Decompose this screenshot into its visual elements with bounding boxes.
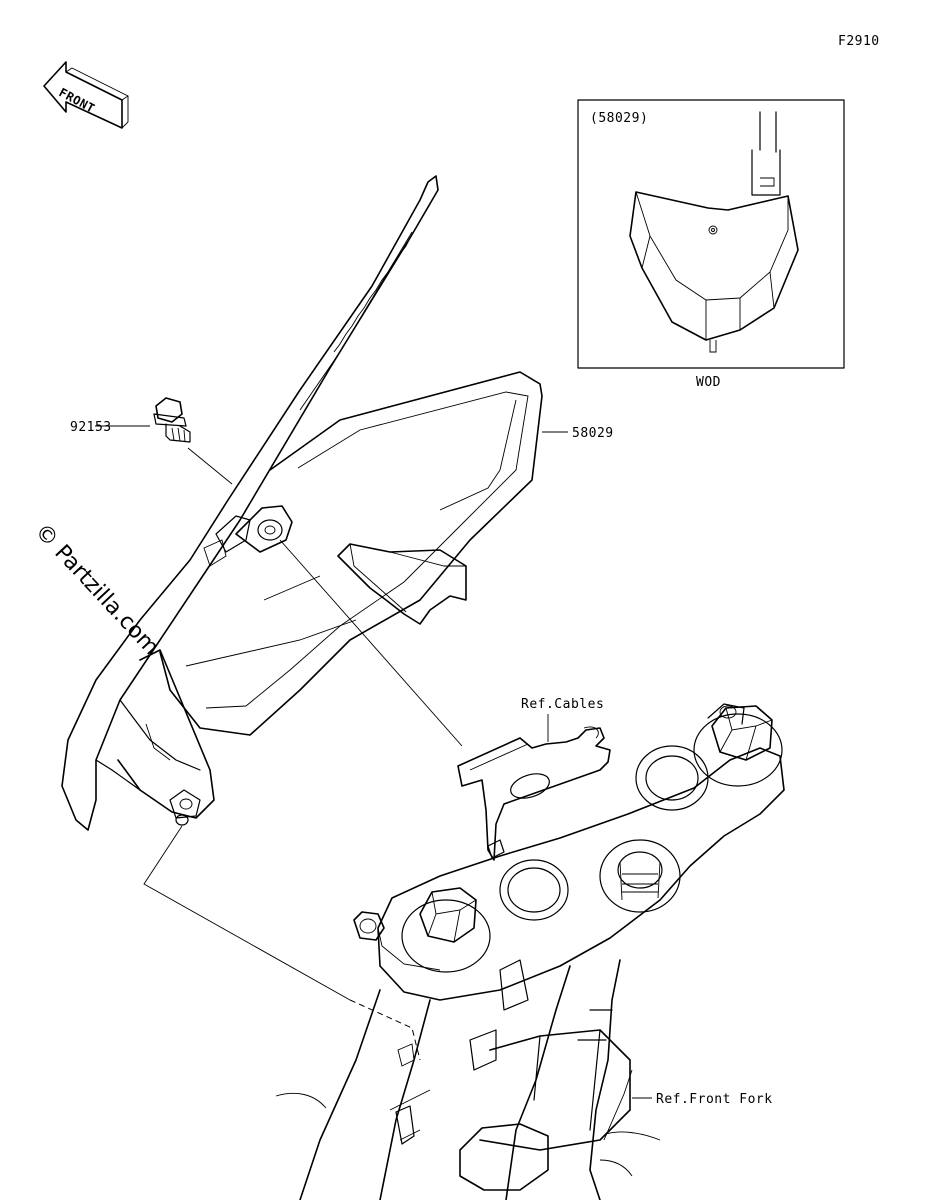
front-arrow-icon: FRONT — [43, 61, 129, 129]
callout-ref-front-fork: Ref.Front Fork — [656, 1092, 773, 1107]
cable-bracket — [457, 726, 611, 861]
triple-clamp — [353, 703, 785, 1001]
inset-variant-label: WOD — [696, 375, 721, 390]
front-arrow-label: FRONT — [57, 85, 98, 115]
callout-bolt: 92153 — [70, 420, 112, 435]
bolt-92153 — [153, 397, 191, 443]
number-plate-58029 — [61, 175, 543, 831]
front-fork — [275, 959, 661, 1200]
inset-box: (58029) WOD — [577, 99, 845, 390]
callout-number-plate: 58029 — [572, 426, 614, 441]
watermark: © Partzilla.com — [30, 519, 164, 660]
figure-code: F2910 — [838, 34, 880, 49]
callout-ref-cables: Ref.Cables — [521, 697, 604, 712]
inset-part-number: (58029) — [590, 111, 648, 126]
